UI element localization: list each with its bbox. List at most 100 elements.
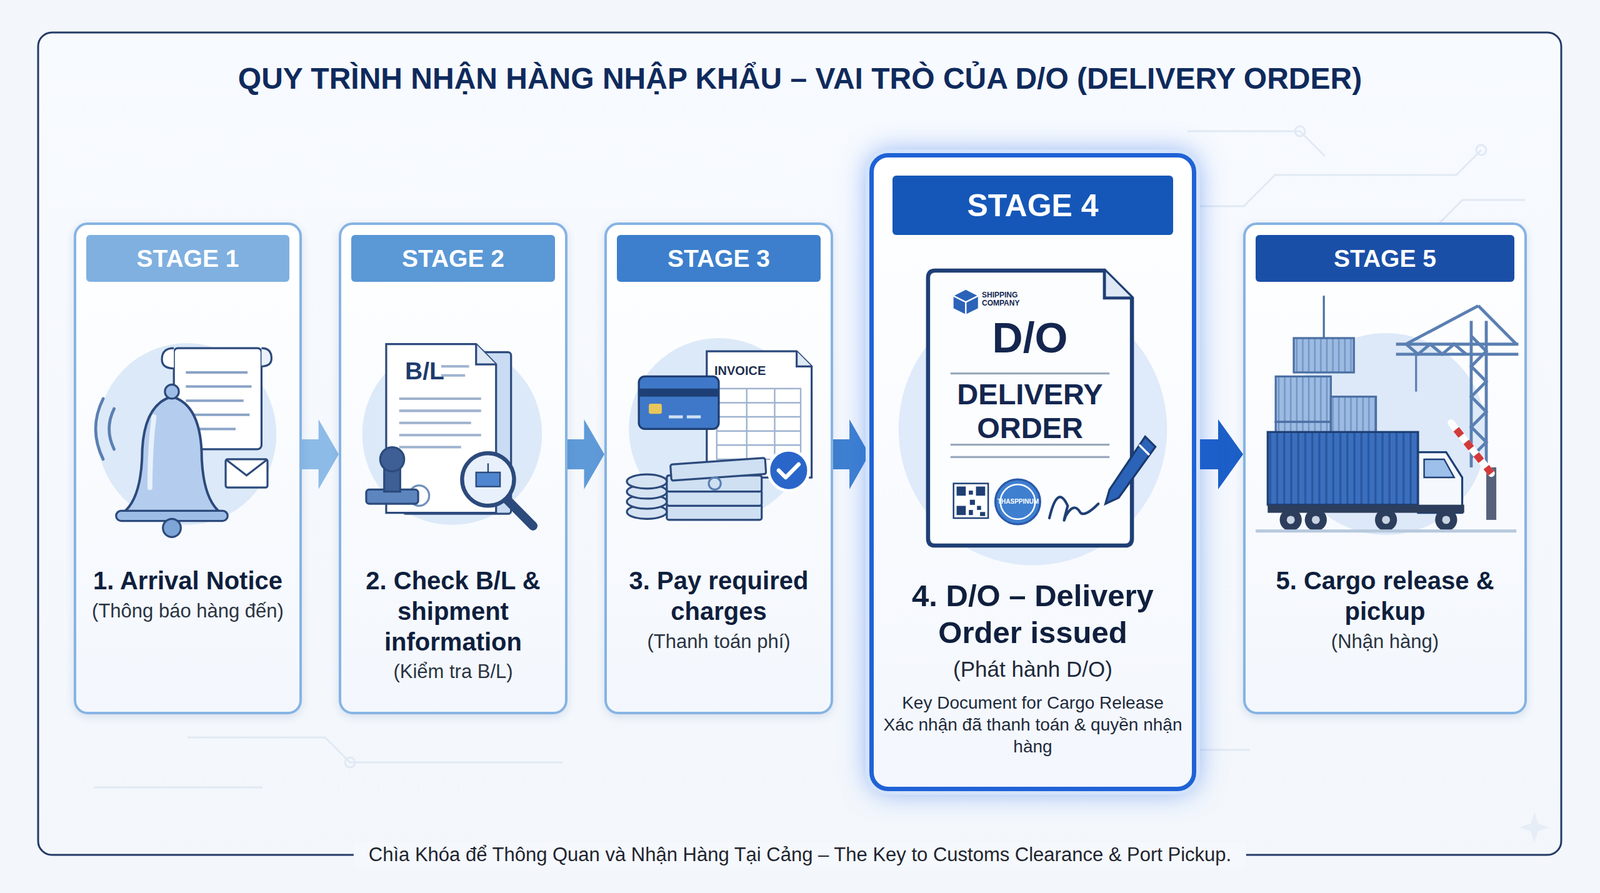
stage-header-band: STAGE 3: [616, 235, 821, 282]
rect-part: [648, 403, 662, 414]
g-part: [666, 458, 767, 520]
path-part: [161, 348, 174, 369]
circle-part: [1441, 515, 1450, 524]
stage-title: 1. Arrival Notice: [83, 565, 292, 597]
rect-part: [638, 388, 719, 397]
flow-arrow: [567, 419, 605, 490]
diagram-caption: Chìa Khóa để Thông Quan và Nhận Hàng Tại…: [353, 842, 1247, 868]
path-part: [778, 464, 799, 478]
stage-header-band: STAGE 1: [86, 235, 290, 282]
stage-title: 4. D/O – Delivery Order issued: [881, 577, 1185, 652]
line-part: [399, 421, 472, 425]
stage-header-band: STAGE 5: [1255, 235, 1515, 282]
path-part: [953, 296, 979, 315]
circle-part: [380, 447, 404, 472]
rect-part: [953, 483, 989, 519]
line-part: [399, 433, 482, 437]
line-part: [1451, 423, 1492, 474]
rect-part: [225, 459, 268, 488]
line-part: [716, 444, 801, 446]
line-part: [668, 415, 683, 419]
path-part: [1105, 436, 1156, 505]
rect-part: [968, 490, 974, 495]
circle-part: [1305, 508, 1327, 532]
ellipse-part: [626, 474, 667, 489]
flow-arrow: [301, 419, 339, 490]
rect-part: [476, 472, 500, 487]
stage-card: 2. Check B/L & shipment information(Kiểm…: [338, 222, 568, 715]
stage-card: 4. D/O – Delivery Order issued (Phát hành…: [869, 153, 1197, 792]
diagram-title: QUY TRÌNH NHẬN HÀNG NHẬP KHẨU – VAI TRÒ …: [0, 61, 1600, 96]
line-part: [746, 388, 748, 460]
stage-subtitle: (Kiểm tra B/L): [348, 659, 558, 685]
line-part: [399, 409, 482, 412]
path-part: [796, 351, 812, 367]
circle-part: [163, 518, 182, 537]
path-part: [1418, 452, 1463, 514]
line-part: [185, 399, 244, 402]
bell-illustration: [76, 225, 300, 712]
circle-part: [1476, 145, 1487, 155]
stage-subtitle: (Thanh toán phí): [614, 629, 824, 655]
line-part: [716, 416, 801, 418]
line-part: [950, 372, 1110, 375]
rect-part: [638, 376, 719, 429]
line-part: [1478, 305, 1517, 344]
line-part: [1255, 529, 1517, 533]
path-part: [1049, 496, 1099, 520]
stage-subtitle: Key Document for Cargo Release: [881, 691, 1185, 714]
line-part: [716, 401, 801, 404]
g-part: [1286, 515, 1451, 524]
stage-subtitle: (Phát hành D/O): [881, 655, 1185, 684]
path-part: [1139, 445, 1150, 455]
path-part: [1471, 336, 1487, 458]
line-part: [773, 388, 775, 460]
stage-subtitle: Xác nhận đã thanh toán & quyền nhận hàng: [881, 713, 1185, 758]
card-text-block: 2. Check B/L & shipment information(Kiểm…: [341, 565, 565, 685]
line-part: [441, 374, 465, 377]
illustration-label: INVOICE: [714, 363, 766, 379]
card-text-block: 1. Arrival Notice(Thông báo hàng đến): [76, 565, 300, 624]
line-part: [1396, 352, 1519, 356]
circle-part: [768, 450, 809, 491]
stage-label: STAGE 2: [401, 245, 505, 273]
stage-title: 5. Cargo release & pickup: [1253, 565, 1517, 627]
rect-part: [976, 486, 986, 497]
line-part: [1415, 354, 1417, 392]
path-part: [123, 396, 221, 514]
line-part: [1406, 305, 1479, 344]
path-part: [225, 459, 268, 476]
path-part: [95, 398, 104, 460]
circle-part: [1435, 508, 1457, 532]
card-text-block: 5. Cargo release & pickup(Nhận hàng): [1245, 565, 1525, 655]
rect-part: [980, 511, 985, 517]
circle-part: [1286, 515, 1295, 524]
stage-header-band: STAGE 4: [892, 175, 1174, 235]
line-part: [399, 397, 482, 400]
circle-part: [362, 343, 543, 525]
circle-part: [1311, 515, 1320, 524]
line-part: [950, 456, 1110, 459]
circle-part: [96, 343, 277, 525]
rect-part: [38, 32, 1562, 855]
path-part: [150, 416, 154, 488]
stage-card: 1. Arrival Notice(Thông báo hàng đến) STA…: [73, 222, 302, 715]
rect-part: [976, 506, 982, 511]
path-part: [1519, 812, 1550, 843]
card-text-block: 4. D/O – Delivery Order issued (Phát hành…: [873, 577, 1192, 758]
path-part: [1104, 270, 1132, 299]
card-text-block: 3. Pay required charges(Thanh toán phí): [606, 565, 831, 655]
rect-part: [956, 486, 967, 497]
path-part: [476, 344, 497, 365]
path-part: [1406, 344, 1467, 355]
stage-card: 3. Pay required charges(Thanh toán phí) S…: [604, 222, 834, 715]
flow-arrow: [1196, 419, 1244, 490]
path-part: [261, 348, 272, 367]
stage-header-band: STAGE 2: [351, 235, 555, 282]
g-part: [1280, 508, 1458, 532]
line-part: [716, 430, 801, 432]
line-part: [441, 365, 470, 368]
rect-part: [1267, 431, 1419, 505]
path-part: [1424, 459, 1455, 478]
